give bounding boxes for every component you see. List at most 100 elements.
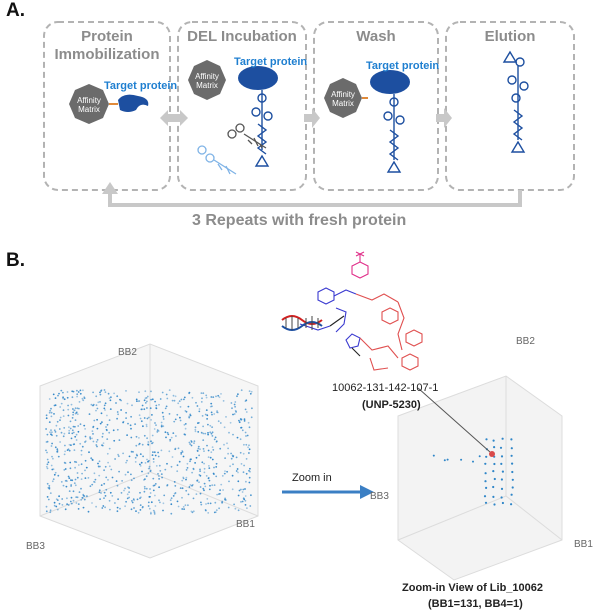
scatter-point xyxy=(246,434,249,437)
scatter-point xyxy=(71,417,74,419)
scatter-point xyxy=(145,423,148,426)
scatter-point xyxy=(84,428,86,430)
scatter-point xyxy=(159,470,162,472)
scatter-point xyxy=(499,446,503,449)
panel-a-label: A. xyxy=(6,0,25,21)
scatter-point xyxy=(189,460,191,463)
scatter-point xyxy=(179,416,181,419)
scatter-point xyxy=(103,482,106,485)
scatter-point xyxy=(203,489,205,492)
scatter-point xyxy=(92,440,95,443)
scatter-point xyxy=(84,440,87,443)
scatter-point xyxy=(50,407,52,410)
scatter-point xyxy=(107,461,109,464)
scatter-point xyxy=(492,439,495,442)
scatter-point xyxy=(203,471,206,474)
scatter-point xyxy=(93,480,95,483)
scatter-point xyxy=(510,454,513,457)
scatter-point xyxy=(74,435,77,438)
scatter-point xyxy=(244,400,247,402)
scatter-point xyxy=(52,478,55,481)
scatter-point xyxy=(222,489,225,491)
scatter-point xyxy=(78,407,80,410)
scatter-point xyxy=(220,393,222,395)
scatter-point xyxy=(136,498,139,501)
scatter-point xyxy=(112,429,115,432)
scatter-point xyxy=(125,461,127,464)
affinity-matrix-octagon xyxy=(69,84,109,124)
scatter-point xyxy=(240,501,242,503)
scatter-point xyxy=(144,462,147,464)
scatter-point xyxy=(181,479,184,482)
scatter-point xyxy=(154,483,157,485)
scatter-point xyxy=(222,400,225,402)
scatter-point xyxy=(217,394,220,397)
scatter-point xyxy=(186,467,189,469)
scatter-point xyxy=(245,458,248,460)
scatter-point xyxy=(73,443,76,446)
zoom-caption-title: Zoom-in View of Lib_10062 xyxy=(402,582,543,594)
scatter-point xyxy=(131,404,133,407)
scatter-point xyxy=(145,397,148,399)
scatter-point xyxy=(485,455,488,458)
scatter-point xyxy=(172,495,175,497)
scatter-point xyxy=(144,397,147,400)
scatter-point xyxy=(133,507,135,509)
scatter-point xyxy=(154,505,157,507)
scatter-point xyxy=(139,453,142,455)
scatter-point xyxy=(207,449,210,452)
scatter-point xyxy=(92,391,94,394)
scatter-point xyxy=(189,458,192,461)
scatter-point xyxy=(196,405,199,407)
scatter-point xyxy=(138,391,140,394)
scatter-point xyxy=(150,419,153,421)
scatter-point xyxy=(160,424,163,427)
scatter-point xyxy=(54,431,57,433)
scatter-point xyxy=(78,401,81,403)
scatter-point xyxy=(182,506,185,508)
scatter-point xyxy=(472,460,474,463)
scatter-point xyxy=(215,475,218,478)
scatter-point xyxy=(99,465,101,468)
scatter-point xyxy=(144,478,146,480)
step-title-elution: Elution xyxy=(484,28,536,45)
scatter-point xyxy=(122,452,124,455)
scatter-point xyxy=(108,397,111,400)
scatter-point xyxy=(157,455,160,458)
scatter-point xyxy=(157,473,159,475)
scatter-point xyxy=(97,401,100,404)
scatter-point xyxy=(174,395,177,398)
scatter-point xyxy=(236,395,238,398)
scatter-point xyxy=(170,436,173,439)
scatter-point xyxy=(155,407,158,410)
scatter-point xyxy=(127,422,129,425)
scatter-point xyxy=(59,406,62,408)
scatter-point xyxy=(147,416,150,419)
scatter-point xyxy=(146,400,148,403)
scatter-point xyxy=(104,402,107,405)
scatter-point xyxy=(236,436,239,439)
compound-id: 10062-131-142-107-1 xyxy=(332,382,439,394)
scatter-point xyxy=(95,404,98,406)
right-scatter-points xyxy=(432,437,514,506)
scatter-point xyxy=(140,461,143,464)
scatter-point xyxy=(102,505,105,507)
scatter-point xyxy=(62,391,64,394)
scatter-point xyxy=(201,461,204,464)
scatter-point xyxy=(191,511,194,514)
scatter-point xyxy=(46,433,49,436)
scatter-point xyxy=(177,447,180,450)
scatter-point xyxy=(170,465,173,468)
scatter-point xyxy=(241,429,244,432)
scatter-point xyxy=(216,411,219,414)
scatter-point xyxy=(139,463,141,466)
scatter-point xyxy=(211,431,214,434)
scatter-point xyxy=(141,506,144,509)
scatter-point xyxy=(148,467,151,470)
scatter-point xyxy=(75,433,78,436)
scatter-point xyxy=(199,470,202,472)
scatter-point xyxy=(224,457,227,459)
scatter-point xyxy=(58,428,61,430)
scatter-point xyxy=(113,439,116,442)
scatter-point xyxy=(69,500,72,503)
